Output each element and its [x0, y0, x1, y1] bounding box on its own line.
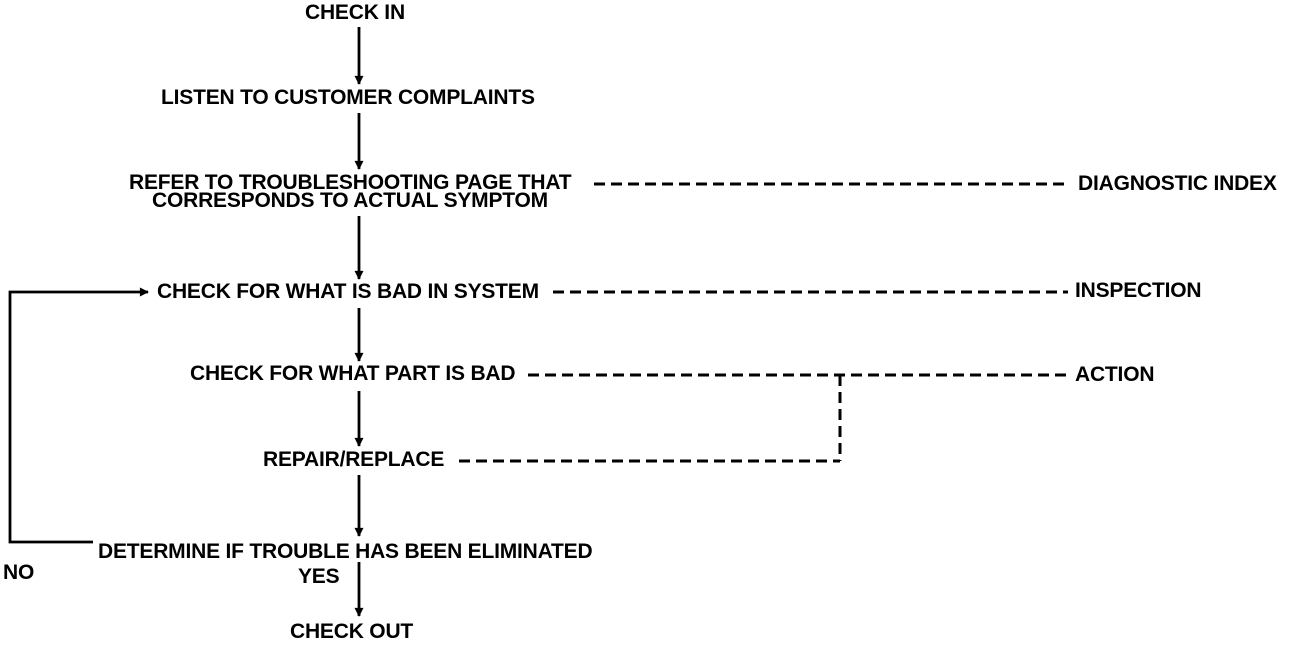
reference-label-action: ACTION [1075, 363, 1155, 386]
step-repair-replace: REPAIR/REPLACE [263, 448, 445, 471]
step-listen-to-customer-complaints: LISTEN TO CUSTOMER COMPLAINTS [161, 86, 535, 109]
no-loop-connector [8, 287, 149, 544]
step-refer-to-troubleshooting-page-line1: REFER TO TROUBLESHOOTING PAGE THAT [129, 171, 572, 194]
reference-label-inspection: INSPECTION [1075, 279, 1202, 302]
step-check-in: CHECK IN [305, 1, 405, 24]
step-check-what-is-bad-in-system: CHECK FOR WHAT IS BAD IN SYSTEM [157, 280, 539, 303]
branch-label-yes: YES [298, 565, 340, 588]
step-refer-to-troubleshooting-page-line2: CORRESPONDS TO ACTUAL SYMPTOM [152, 189, 548, 212]
branch-label-no: NO [3, 561, 35, 584]
step-check-what-part-is-bad: CHECK FOR WHAT PART IS BAD [190, 362, 516, 385]
step-check-out: CHECK OUT [290, 620, 414, 643]
step-determine-trouble-eliminated: DETERMINE IF TROUBLE HAS BEEN ELIMINATED [98, 540, 593, 563]
reference-label-diagnostic-index: DIAGNOSTIC INDEX [1078, 172, 1277, 195]
